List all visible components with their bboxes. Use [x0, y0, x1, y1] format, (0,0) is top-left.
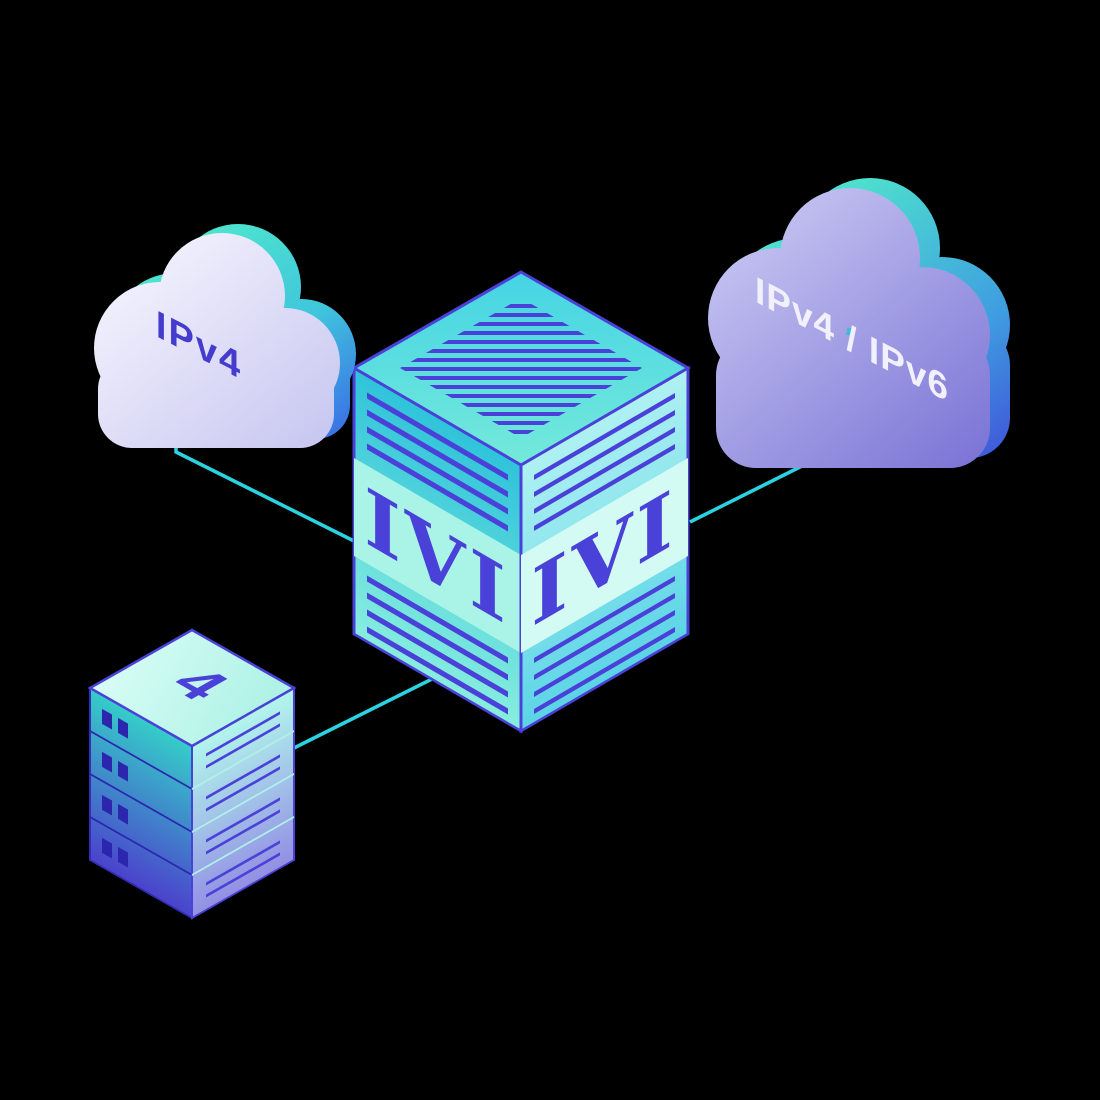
- ivi-translator-box: IVI IVI: [351, 270, 691, 734]
- server-stack: 4: [87, 628, 297, 920]
- ipv4-ipv6-cloud-body: [708, 188, 990, 468]
- ivi-box-left-face: IVI: [352, 365, 523, 734]
- server-stack-top-face: [87, 628, 297, 748]
- ivi-box-right-face: IVI: [519, 365, 690, 734]
- server-stack-left-faces: [89, 686, 193, 920]
- ipv4-ipv6-cloud: IPv4 / IPv6: [708, 178, 1010, 468]
- ipv4-cloud-body: [94, 233, 340, 448]
- server-stack-right-faces: [191, 686, 295, 920]
- server-vent-slots: [102, 708, 128, 868]
- server-front-stripes: [206, 711, 280, 898]
- ipv4-cloud: IPv4: [94, 224, 356, 448]
